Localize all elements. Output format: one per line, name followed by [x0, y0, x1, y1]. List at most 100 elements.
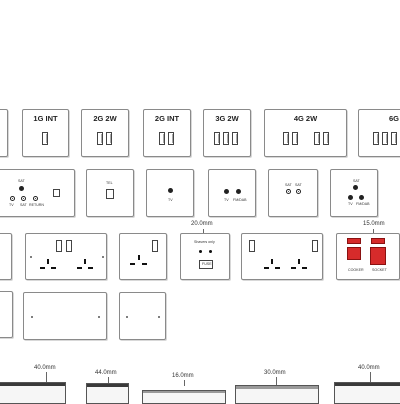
- red-switch-socket: [371, 238, 385, 244]
- dimension-label: 44.0mm: [95, 370, 117, 376]
- live-pin-icon: [77, 267, 82, 269]
- tv-outlet-plate: TV: [146, 169, 194, 217]
- switch-label: 1G INT: [33, 114, 58, 123]
- earth-pin-icon: [47, 259, 49, 264]
- switch-label: 3G 2W: [215, 114, 239, 123]
- screw-icon: [102, 256, 104, 258]
- coax-socket-icon: [286, 189, 291, 194]
- red-switch-cooker: [347, 238, 361, 244]
- coax-socket-icon: [10, 196, 15, 201]
- switch-label: 4G 2W: [293, 114, 318, 123]
- blank-plate-single: [119, 292, 166, 340]
- blank-plate-double: [23, 292, 107, 340]
- rocker-switch: [214, 132, 220, 145]
- coax-socket-icon: [224, 189, 229, 194]
- back-box-edge: [143, 391, 225, 393]
- neutral-pin-icon: [302, 267, 307, 269]
- socket-switch: [56, 240, 62, 252]
- back-box-edge: [0, 383, 65, 386]
- switch-plate-2g-int: 2G INT: [143, 109, 191, 157]
- rocker-switch: [323, 132, 329, 145]
- back-box: [334, 382, 400, 404]
- earth-pin-icon: [298, 259, 300, 264]
- rocker-switch: [42, 132, 48, 145]
- double-socket-plate: [25, 233, 107, 280]
- shaver-pin-icon: [199, 250, 202, 253]
- socket-plate-partial: [0, 233, 12, 280]
- single-socket-plate: [119, 233, 167, 280]
- earth-pin-icon: [84, 259, 86, 264]
- earth-pin-icon: [271, 259, 273, 264]
- neutral-pin-icon: [51, 267, 56, 269]
- back-box-edge: [236, 386, 318, 389]
- switch-plate-4g-2w: 4G 2W: [264, 109, 347, 157]
- coax-socket-icon: [359, 195, 364, 200]
- dimension-label: 30.0mm: [264, 370, 286, 376]
- dimension-line: [276, 377, 277, 385]
- socket-switch: [152, 240, 158, 252]
- rocker-switch: [223, 132, 229, 145]
- outlet-label-tv: TV: [168, 198, 173, 202]
- rocker-switch: [232, 132, 238, 145]
- live-pin-icon: [40, 267, 45, 269]
- rocker-switch: [314, 132, 320, 145]
- outlet-label-tv: TV: [9, 203, 14, 207]
- dimension-line: [46, 372, 47, 382]
- outlet-label-fmdab: FM/DAB: [233, 198, 247, 202]
- rocker-switch: [382, 132, 388, 145]
- back-box: [0, 382, 66, 404]
- phone-socket-icon: [106, 189, 114, 199]
- live-pin-icon: [264, 267, 269, 269]
- neutral-pin-icon: [275, 267, 280, 269]
- socket-label: SOCKET: [372, 268, 387, 272]
- neutral-pin-icon: [142, 263, 147, 265]
- back-box: [235, 385, 319, 404]
- dimension-line: [203, 229, 204, 233]
- screw-icon: [30, 256, 32, 258]
- dimension-label: 20.0mm: [191, 221, 213, 227]
- rocker-switch: [159, 132, 165, 145]
- outlet-label-tv: TV: [348, 202, 353, 206]
- switch-plate-partial: [0, 109, 8, 157]
- red-rocker-socket: [370, 247, 386, 265]
- rocker-switch: [373, 132, 379, 145]
- rocker-switch: [106, 132, 112, 145]
- back-box: [142, 390, 226, 404]
- outlet-label-tel: TEL: [106, 181, 113, 185]
- socket-switch: [249, 240, 255, 252]
- red-rocker-cooker: [347, 247, 361, 260]
- outlet-label-sat: SAT: [285, 183, 292, 187]
- dimension-line: [184, 380, 185, 386]
- screw-icon: [126, 316, 128, 318]
- outlet-label-tv: TV: [224, 198, 229, 202]
- outlet-label-sat: SAT: [295, 183, 302, 187]
- outlet-label-sat: SAT: [20, 203, 27, 207]
- switch-label: 2G INT: [154, 114, 180, 123]
- data-port-icon: [53, 189, 60, 197]
- coax-socket-icon: [236, 189, 241, 194]
- back-box: [86, 383, 129, 404]
- socket-switch: [312, 240, 318, 252]
- rocker-switch: [168, 132, 174, 145]
- switch-plate-6g: 6G: [358, 109, 400, 157]
- tel-outlet-plate: TEL: [86, 169, 134, 217]
- back-box-edge: [335, 383, 400, 386]
- double-socket-plate: [241, 233, 323, 280]
- dimension-label: 15.0mm: [363, 221, 385, 227]
- outlet-label-sat: SAT: [353, 179, 360, 183]
- switch-plate-2g-2w: 2G 2W: [81, 109, 129, 157]
- rocker-switch: [391, 132, 397, 145]
- coax-socket-icon: [21, 196, 26, 201]
- tv-fm-outlet-plate: TV FM/DAB: [208, 169, 256, 217]
- blank-plate-partial: [0, 291, 13, 338]
- shaver-pin-icon: [209, 250, 212, 253]
- shaver-label: Shavers only: [194, 240, 215, 244]
- switch-plate-1g-int: 1G INT: [22, 109, 69, 157]
- coax-socket-icon: [296, 189, 301, 194]
- outlet-label-fmdab: FM/DAB: [356, 202, 370, 206]
- cooker-label: COOKER: [348, 268, 364, 272]
- coax-socket-icon: [168, 188, 173, 193]
- socket-switch: [66, 240, 72, 252]
- dimension-label: 40.0mm: [358, 365, 380, 371]
- sat-outlet-plate-right: SAT TV FM/DAB: [330, 169, 378, 217]
